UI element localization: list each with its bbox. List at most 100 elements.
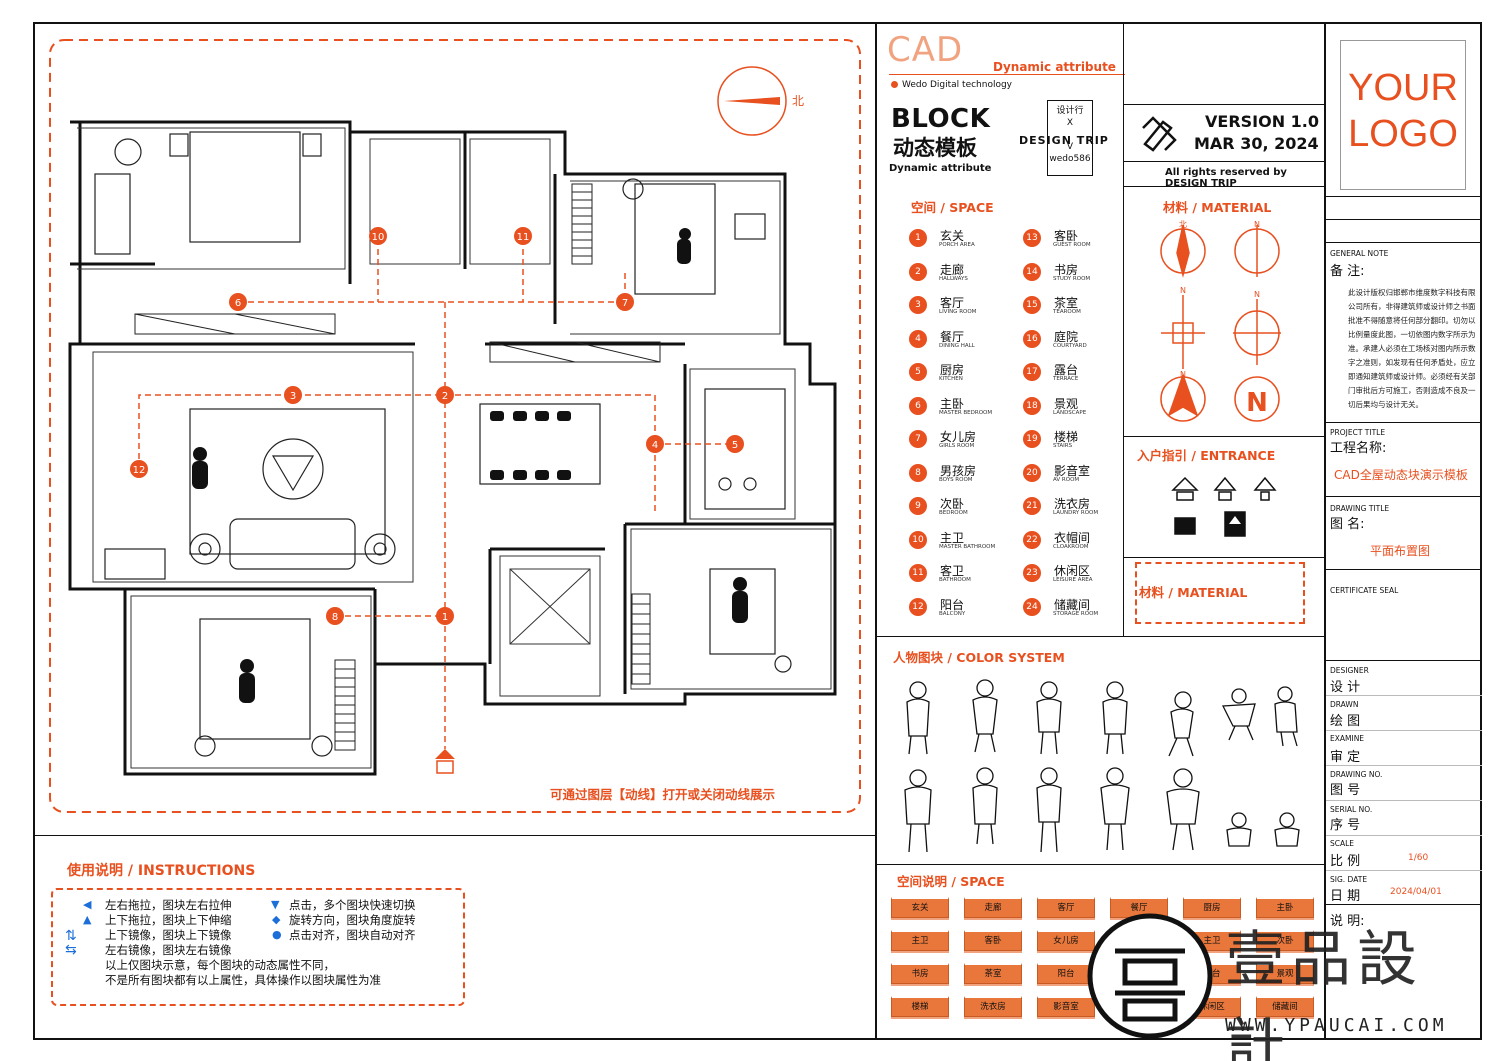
entrance-marker	[435, 749, 455, 774]
svg-text:7: 7	[622, 298, 628, 309]
instructions-panel: 使用说明 / INSTRUCTIONS ◀ ▲ ⇅ ⇆ 左右拖拉，图块左右拉伸 …	[35, 838, 875, 1038]
route-markers: 6 7 11 10 2 3 4 5 12 8 1	[130, 227, 744, 625]
drawing-no-label: DRAWING NO.	[1330, 770, 1383, 779]
space-name-en: LAUNDRY ROOM	[1053, 510, 1099, 516]
tb-sep	[1326, 496, 1482, 497]
space-swatch: 走廊	[964, 897, 1022, 918]
space-swatch: 楼梯	[891, 996, 949, 1017]
space-swatch-label: 厨房	[1203, 903, 1221, 913]
space-swatch-label: 储藏间	[1272, 1002, 1298, 1012]
date-cn: 日 期	[1330, 889, 1361, 904]
dot-icon	[891, 81, 898, 88]
instruction-line-1: 左右拖拉，图块左右拉伸	[105, 898, 232, 912]
space-swatch: 书房	[891, 963, 949, 984]
space-number: 22	[1023, 530, 1041, 549]
space-name-en: CLOAKROOM	[1053, 543, 1089, 550]
space-swatch-label: 次卧	[1276, 936, 1294, 946]
route-marker-3: 3	[284, 386, 302, 404]
svg-text:1: 1	[442, 612, 448, 623]
floor-plan: 北	[49, 39, 861, 813]
block-title: BLOCK	[891, 104, 991, 134]
space-number: 21	[1023, 497, 1041, 515]
space-name: 书房	[1054, 262, 1079, 277]
drawn-cn: 绘 图	[1330, 714, 1361, 729]
space-name: 玄关	[940, 229, 965, 243]
circulation-hint: 可通过图层【动线】打开或关闭动线展示	[550, 787, 776, 802]
route-marker-4: 4	[646, 435, 664, 453]
space-swatch: 女儿房	[1037, 930, 1095, 951]
space-name: 茶室	[1054, 296, 1079, 310]
route-marker-8: 8	[326, 607, 344, 625]
version-date: MAR 30, 2024	[1194, 134, 1319, 153]
space-name: 客卫	[940, 564, 965, 578]
designer-box: 设计行 X V wedo586	[1047, 100, 1093, 176]
space-number: 23	[1023, 564, 1041, 582]
tb-sep	[1326, 904, 1482, 905]
space-swatch: 客卧	[964, 930, 1022, 951]
space-name-en: DINING HALL	[939, 342, 975, 349]
space-name-en: STORAGE ROOM	[1053, 610, 1099, 617]
examine-label: EXAMINE	[1330, 734, 1365, 743]
tb-sep	[1326, 219, 1482, 220]
instruction-line-6: 不是所有图块都有以上属性，具体操作以图块属性为准	[105, 973, 381, 987]
floor-plan-area: 北	[35, 24, 875, 836]
space-name-en: MASTER BEDROOM	[939, 409, 993, 416]
space-number: 11	[909, 564, 927, 582]
divider-plan	[875, 24, 877, 1040]
tb-sep	[1326, 242, 1482, 243]
mirror-vertical-icon: ⇅	[65, 928, 77, 944]
wedo-text: Wedo Digital technology	[902, 80, 1013, 90]
space-name: 楼梯	[1054, 430, 1079, 444]
north-symbol-N: N	[1246, 388, 1268, 418]
figures-rule	[877, 636, 1325, 637]
tb-sep	[1326, 569, 1482, 570]
header-rule	[889, 74, 1125, 75]
space-swatch: 茶室	[964, 963, 1022, 984]
space-number: 17	[1023, 363, 1041, 381]
block-subtitle: 动态模板	[893, 136, 977, 160]
space-swatch-label: 餐厅	[1130, 903, 1148, 913]
tb-sep	[1326, 422, 1482, 423]
entrance-icons	[1171, 476, 1277, 537]
figure-8	[904, 769, 932, 853]
space-name-en: BATHROOM	[939, 577, 971, 583]
arrow-down-icon: ▼	[271, 898, 280, 911]
instruction-right-1: 点击，多个图块快速切换	[289, 898, 416, 912]
space-name-en: STAIRS	[1053, 443, 1073, 449]
space-labels-title: 空间说明 / SPACE	[897, 874, 1005, 889]
logo-line-1: YOUR	[1348, 67, 1458, 109]
svg-text:北: 北	[792, 94, 804, 108]
space-number: 18	[1023, 396, 1041, 415]
route-marker-12: 12	[130, 460, 148, 478]
svg-text:8: 8	[332, 612, 338, 623]
space-name-en: TEAROOM	[1053, 309, 1081, 315]
route-marker-6: 6	[229, 293, 247, 311]
designer-cn: 设 计	[1330, 680, 1361, 695]
project-label: PROJECT TITLE	[1330, 428, 1386, 437]
space-name: 阳台	[940, 597, 965, 612]
general-note-cn: 备 注:	[1330, 264, 1365, 279]
drawing-frame	[33, 22, 1482, 1040]
svg-text:10: 10	[372, 232, 385, 243]
north-symbol-label: 北	[1179, 220, 1187, 229]
space-labels-rule	[877, 864, 1325, 865]
space-number: 6	[909, 396, 927, 415]
space-name-en: HALLWAYS	[939, 275, 968, 282]
north-symbol-label: N	[1180, 286, 1186, 295]
space-number: 20	[1023, 463, 1041, 482]
space-name: 餐厅	[940, 329, 965, 344]
scale-cn: 比 例	[1330, 854, 1361, 869]
space-swatch-label: 阳台	[1057, 969, 1075, 979]
space-name: 主卫	[940, 530, 965, 545]
arrow-updown-icon: ▲	[83, 913, 92, 926]
